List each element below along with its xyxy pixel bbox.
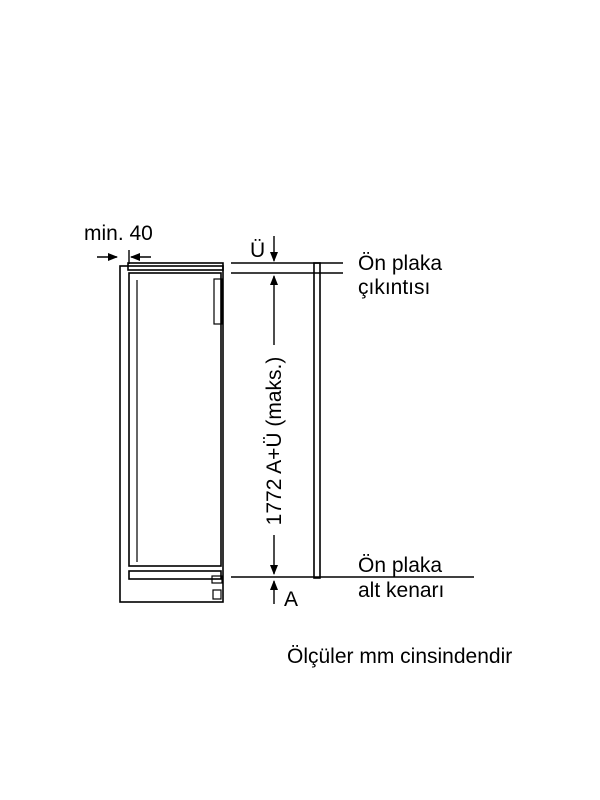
units-note: Ölçüler mm cinsindendir	[287, 645, 512, 668]
bottom-foot	[211, 575, 223, 584]
front-panel-overhang-label-line2: çıkıntısı	[358, 276, 430, 299]
door-hinge-top	[213, 278, 223, 325]
front-panel-bottom-label-line2: alt kenarı	[358, 579, 444, 602]
niche-outline	[119, 265, 224, 603]
front-panel-overhang-label-line1: Ön plaka	[358, 252, 442, 275]
bottom-foot-lower	[212, 589, 222, 600]
bottom-base-strip	[128, 570, 222, 580]
height-dimension-label: 1772 A+Ü (maks.)	[263, 357, 286, 526]
top-panel-strip	[127, 262, 224, 271]
overhang-symbol: Ü	[250, 239, 265, 262]
appliance-body	[128, 272, 222, 567]
front-panel-bottom-label-line1: Ön plaka	[358, 554, 442, 577]
min-gap-label: min. 40	[84, 222, 153, 245]
front-panel	[313, 262, 321, 579]
bottom-symbol: A	[284, 588, 298, 611]
